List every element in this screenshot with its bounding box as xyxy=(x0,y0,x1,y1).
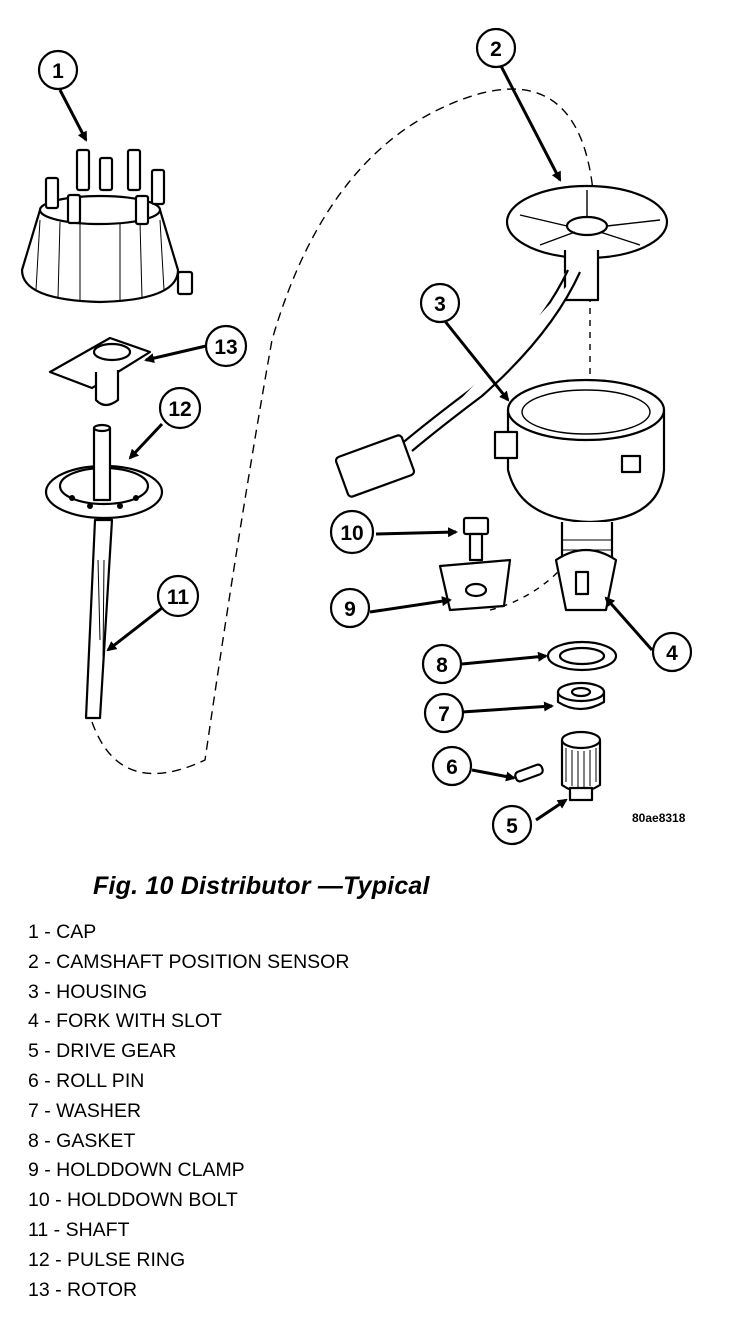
callout-5: 5 xyxy=(491,804,533,846)
holddown-bolt-drawing xyxy=(462,516,490,562)
distributor-exploded-diagram: 1 2 3 4 5 6 7 8 9 10 11 12 xyxy=(20,27,693,846)
housing-drawing xyxy=(493,378,666,562)
svg-text:4: 4 xyxy=(666,642,678,665)
callout-12: 12 xyxy=(158,386,202,430)
legend-item: 8 - GASKET xyxy=(28,1129,136,1152)
legend-item: 13 - ROTOR xyxy=(28,1278,138,1301)
svg-text:3: 3 xyxy=(434,293,446,316)
legend-item: 5 - DRIVE GEAR xyxy=(28,1040,177,1063)
figure-caption: Fig. 10 Distributor —Typical xyxy=(93,872,430,900)
callout-13: 13 xyxy=(204,324,248,368)
svg-text:1: 1 xyxy=(52,60,64,83)
svg-text:12: 12 xyxy=(168,398,191,421)
svg-text:7: 7 xyxy=(438,703,450,726)
legend-item: 10 - HOLDDOWN BOLT xyxy=(28,1189,238,1212)
washer-drawing xyxy=(556,681,606,711)
roll-pin-drawing xyxy=(514,763,544,783)
figure-code: 80ae8318 xyxy=(632,811,686,825)
legend-item: 3 - HOUSING xyxy=(28,980,148,1003)
legend-item: 1 - CAP xyxy=(28,921,97,943)
holddown-clamp-drawing xyxy=(438,558,512,612)
callout-6: 6 xyxy=(431,745,473,787)
legend-item: 2 - CAMSHAFT POSITION SENSOR xyxy=(28,950,350,973)
svg-text:11: 11 xyxy=(167,586,190,609)
svg-text:6: 6 xyxy=(446,756,458,779)
camshaft-sensor-drawing xyxy=(334,184,669,498)
drive-gear-drawing xyxy=(560,730,602,802)
callout-11: 11 xyxy=(156,574,200,618)
svg-text:2: 2 xyxy=(490,38,502,61)
legend-item: 7 - WASHER xyxy=(28,1099,142,1122)
callout-1: 1 xyxy=(37,49,79,91)
svg-text:10: 10 xyxy=(340,522,363,545)
callout-2: 2 xyxy=(475,27,517,69)
callout-arrows xyxy=(58,63,654,822)
distributor-cap-drawing xyxy=(20,148,194,304)
svg-text:5: 5 xyxy=(506,815,518,838)
svg-text:13: 13 xyxy=(214,336,237,359)
legend-item: 12 - PULSE RING xyxy=(28,1248,186,1271)
legend-list: 1 - CAP 2 - CAMSHAFT POSITION SENSOR 3 -… xyxy=(28,918,349,1305)
gasket-drawing xyxy=(546,640,618,672)
callout-7: 7 xyxy=(423,692,465,734)
callout-8: 8 xyxy=(421,643,463,685)
alignment-line-clamp xyxy=(489,569,561,611)
rotor-drawing xyxy=(48,336,152,407)
shaft-drawing xyxy=(84,423,114,720)
legend-item: 11 - SHAFT xyxy=(28,1218,130,1241)
svg-text:9: 9 xyxy=(344,598,356,621)
svg-text:8: 8 xyxy=(436,654,448,677)
callout-9: 9 xyxy=(329,587,371,629)
legend-item: 9 - HOLDDOWN CLAMP xyxy=(28,1159,245,1182)
legend-item: 6 - ROLL PIN xyxy=(28,1069,145,1092)
callout-4: 4 xyxy=(651,631,693,673)
alignment-line-left xyxy=(91,88,595,775)
legend-item: 4 - FORK WITH SLOT xyxy=(28,1010,222,1033)
fork-drawing xyxy=(554,549,618,612)
callout-10: 10 xyxy=(329,509,375,555)
callout-3: 3 xyxy=(419,282,461,324)
